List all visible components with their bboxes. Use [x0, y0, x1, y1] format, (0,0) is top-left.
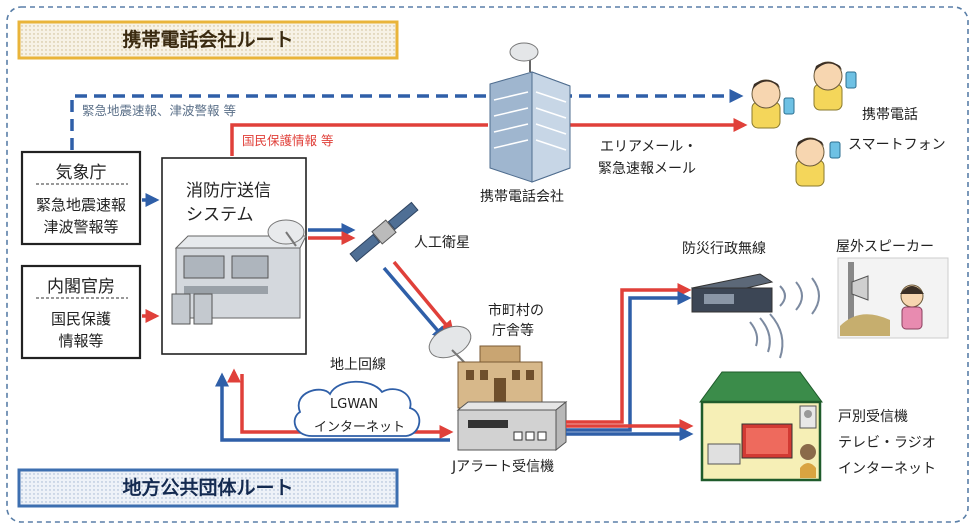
- satellite-illustration: [349, 201, 419, 263]
- route-banner-mobile-box: [17, 20, 399, 60]
- radio-console-illustration: [690, 273, 774, 313]
- jma-detail-2: 津波警報等: [43, 218, 119, 236]
- jma-detail-1: 緊急地震速報: [35, 196, 126, 214]
- lgwan-cloud: [293, 380, 421, 437]
- phone-label-1: 携帯電話: [862, 107, 918, 123]
- radio-label: 防災行政無線: [682, 241, 766, 257]
- area-mail-label-1: エリアメール・: [600, 139, 698, 155]
- radio-waves: [749, 277, 820, 359]
- area-mail-label-2: 緊急速報メール: [598, 161, 696, 177]
- jma-name: 気象庁: [55, 163, 107, 183]
- municipality-label-2: 庁舎等: [492, 323, 534, 339]
- municipality-building: [457, 345, 543, 409]
- fdma-line-1: 消防庁送信: [186, 181, 271, 201]
- carrier-building: [489, 42, 571, 183]
- eew-arrow-label: 緊急地震速報、津波警報 等: [82, 103, 236, 118]
- municipality-label-1: 市町村の: [488, 303, 544, 319]
- j-alert-label: Jアラート受信機: [452, 459, 555, 475]
- outdoor-speaker-illustration: [837, 257, 949, 339]
- cabinet-box: [20, 264, 142, 360]
- ground-line-label: 地上回線: [330, 357, 386, 373]
- house-illustration: [699, 371, 823, 482]
- cabinet-detail-1: 国民保護: [50, 310, 111, 328]
- carrier-label: 携帯電話会社: [480, 189, 564, 205]
- route-banner-local: 地方公共団体ルート: [122, 477, 294, 499]
- j-alert-receiver-illustration: [456, 400, 568, 452]
- people-illustration: [751, 61, 857, 187]
- lgwan-label-2: インターネット: [314, 420, 406, 435]
- lgwan-label-1: LGWAN: [330, 397, 379, 412]
- route-banner-local-box: [17, 468, 399, 508]
- outer-frame: [6, 6, 969, 523]
- phone-label-2: スマートフォン: [848, 137, 946, 153]
- jma-box: [20, 150, 142, 246]
- civil-arrow-label: 国民保護情報 等: [242, 133, 334, 148]
- house-label-2: テレビ・ラジオ: [838, 435, 936, 451]
- cabinet-detail-2: 情報等: [58, 332, 104, 350]
- fdma-line-2: システム: [186, 205, 254, 225]
- dish-illustration: [428, 325, 472, 365]
- console-illustration: [171, 219, 307, 325]
- speaker-label: 屋外スピーカー: [836, 239, 934, 255]
- house-label-1: 戸別受信機: [838, 409, 908, 425]
- cabinet-name: 内閣官房: [47, 277, 115, 297]
- satellite-label: 人工衛星: [414, 235, 470, 251]
- route-banner-mobile: 携帯電話会社ルート: [122, 29, 294, 51]
- house-label-3: インターネット: [838, 461, 936, 477]
